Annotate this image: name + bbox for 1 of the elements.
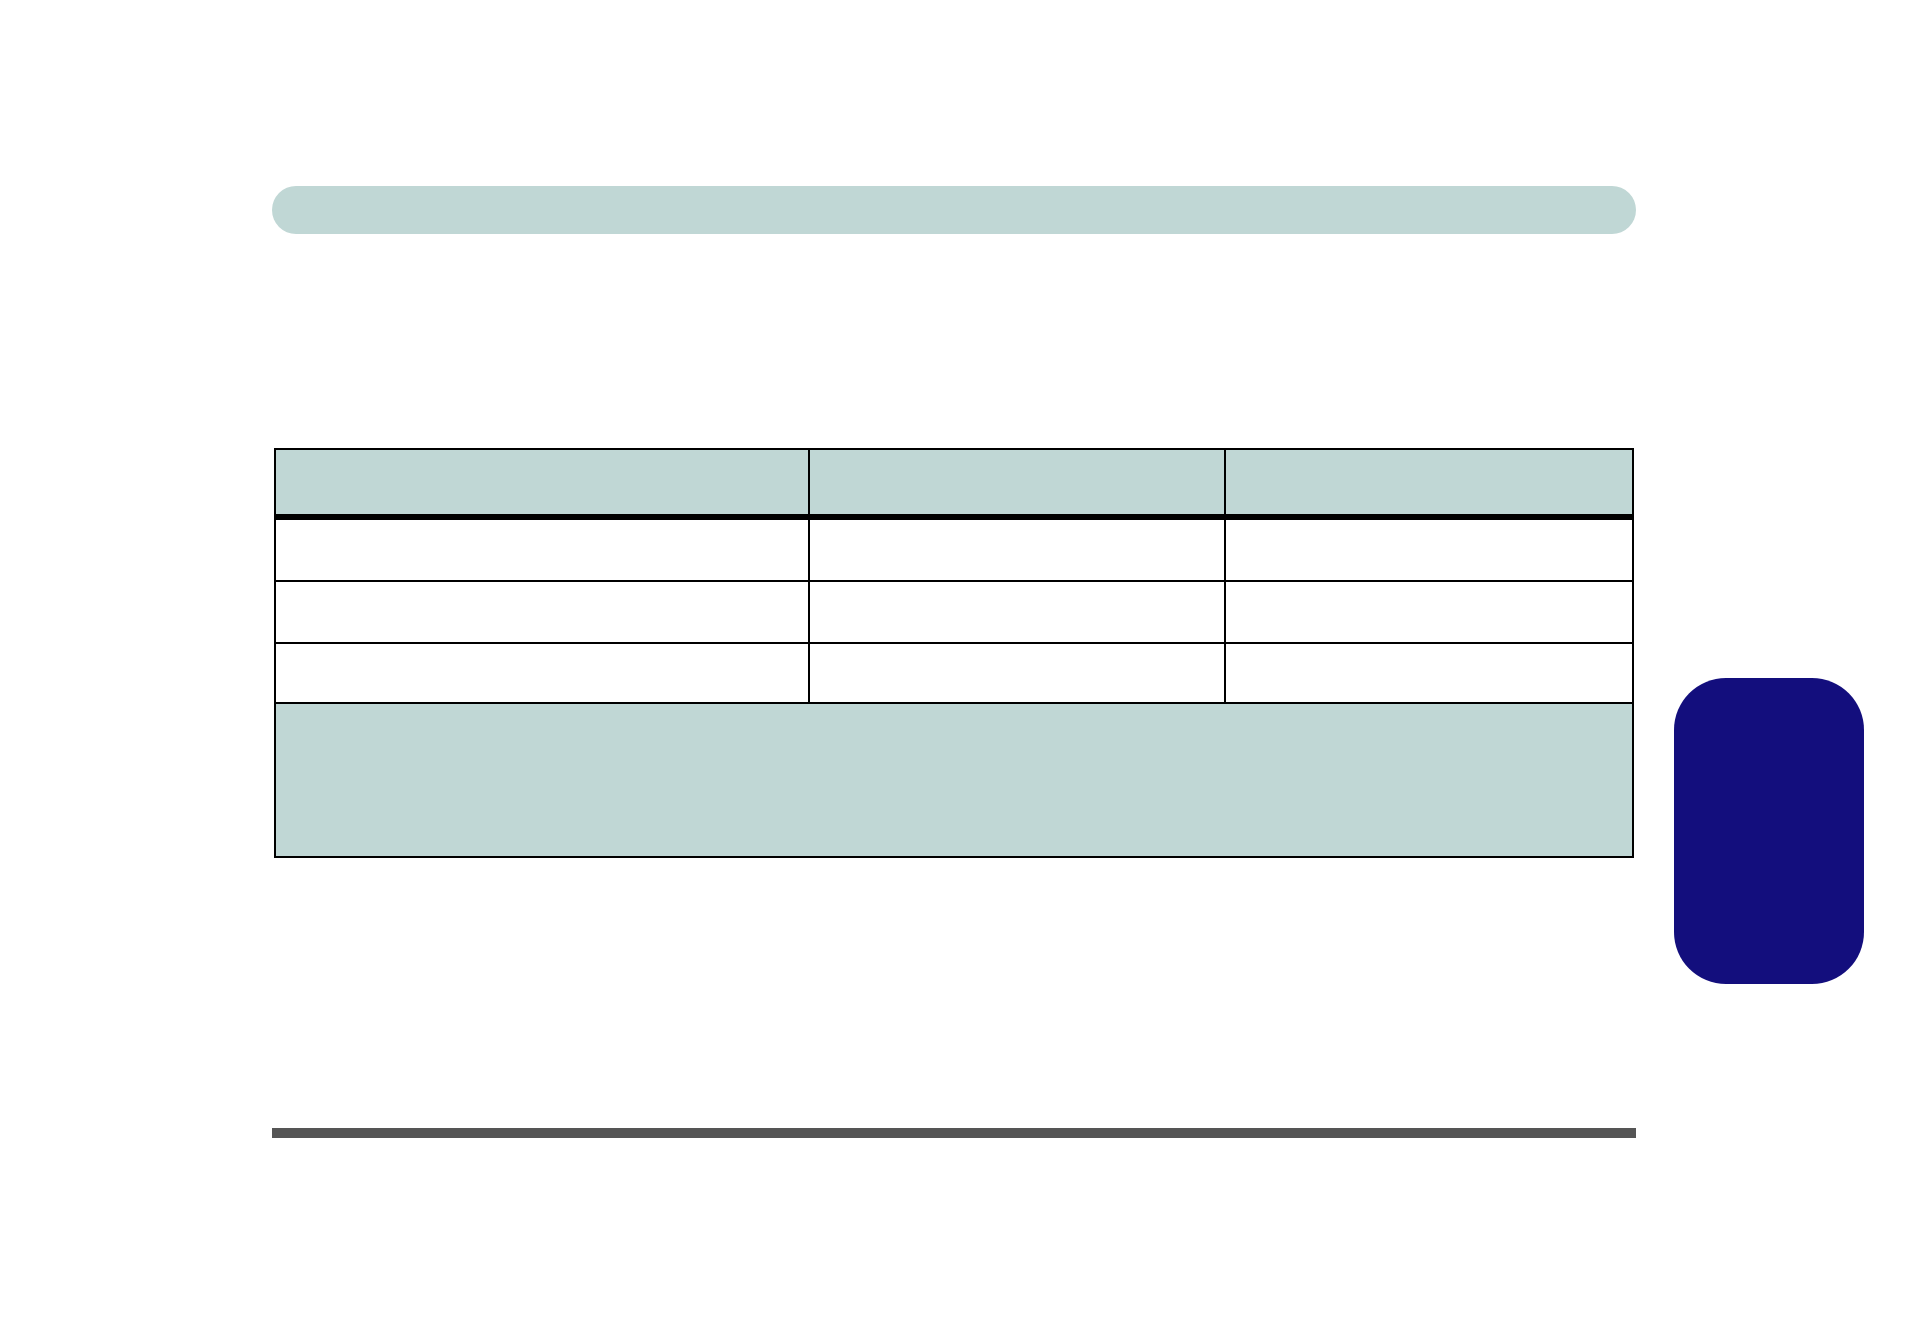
side-tab: [1674, 678, 1864, 984]
